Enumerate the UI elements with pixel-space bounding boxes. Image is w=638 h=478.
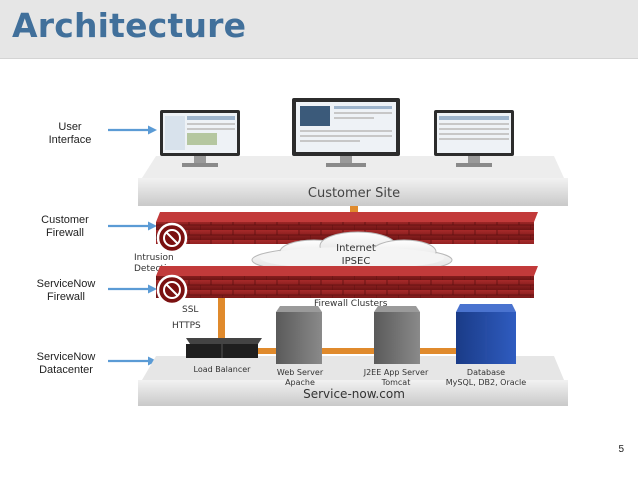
arrow-customer-firewall xyxy=(108,221,157,231)
https-label: HTTPS xyxy=(172,321,201,331)
firewall-clusters-label: Firewall Clusters xyxy=(314,299,388,309)
arrow-servicenow-datacenter xyxy=(108,356,157,366)
label-user-interface: User Interface xyxy=(48,121,92,146)
customer-site-label: Customer Site xyxy=(308,186,400,201)
app-server-label: J2EE App Server xyxy=(363,368,429,377)
ssl-label: SSL xyxy=(182,305,198,315)
servicenow-firewall-wall xyxy=(156,266,538,306)
arrow-user-interface xyxy=(108,125,157,135)
intrusion-detection-line2: Detection xyxy=(134,264,178,274)
service-now-label: Service-now.com xyxy=(303,387,405,401)
monitor-left xyxy=(160,110,240,167)
database-types-label: MySQL, DB2, Oracle xyxy=(446,378,526,387)
label-customer-firewall: Customer Firewall xyxy=(41,214,89,239)
web-server-box xyxy=(276,306,322,364)
load-balancer-label: Load Balancer xyxy=(194,365,252,374)
app-server-box xyxy=(374,306,420,364)
database-label: Database xyxy=(467,368,505,377)
monitor-right xyxy=(434,110,514,167)
page-number: 5 xyxy=(618,444,624,455)
slide-title: Architecture xyxy=(12,6,247,45)
architecture-diagram: Customer Site xyxy=(134,98,568,406)
customer-site-platform: Customer Site xyxy=(138,156,568,206)
database-box xyxy=(456,304,516,364)
load-balancer-device xyxy=(186,338,262,358)
monitor-center xyxy=(292,98,400,167)
apache-label: Apache xyxy=(285,378,315,387)
label-servicenow-datacenter: ServiceNow Datacenter xyxy=(36,351,96,376)
tomcat-label: Tomcat xyxy=(381,378,411,387)
arrow-servicenow-firewall xyxy=(108,284,157,294)
label-servicenow-firewall: ServiceNow Firewall xyxy=(36,278,96,303)
internet-label: Internet xyxy=(336,243,376,254)
title-bar: Architecture xyxy=(0,0,638,59)
datacenter-pipes xyxy=(218,298,484,354)
ipsec-label: IPSEC xyxy=(342,256,371,267)
intrusion-detection-line1: Intrusion xyxy=(134,253,174,263)
web-server-label: Web Server xyxy=(277,368,324,377)
